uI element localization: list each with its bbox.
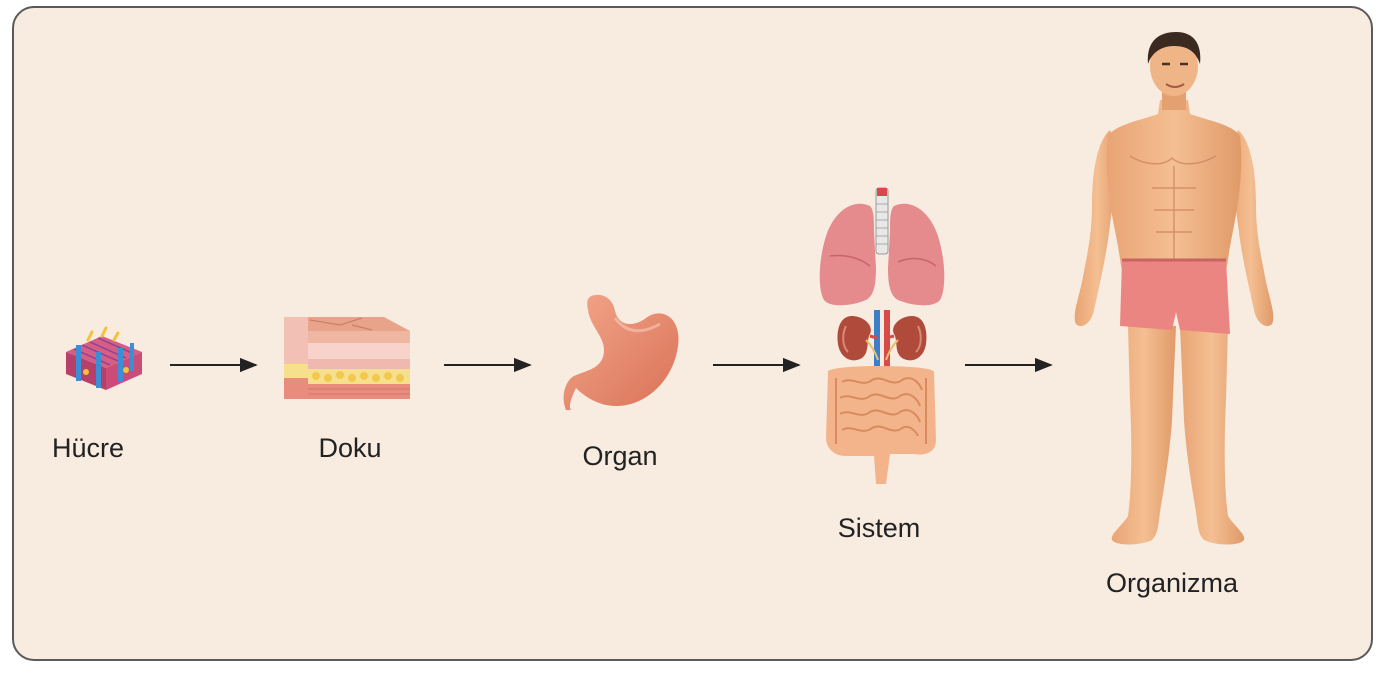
stage-label-sistem: Sistem (837, 513, 921, 543)
stomach-icon (563, 294, 679, 410)
tissue-icon (284, 317, 410, 399)
stage-label-hucre: Hücre (51, 433, 125, 463)
stage-label-organ: Organ (582, 441, 658, 471)
human-body-icon (1074, 32, 1274, 545)
cell-icon (66, 326, 142, 390)
stage-label-organizma: Organizma (1105, 568, 1239, 598)
organ-system-icon (819, 187, 945, 484)
stage-label-doku: Doku (318, 433, 382, 463)
